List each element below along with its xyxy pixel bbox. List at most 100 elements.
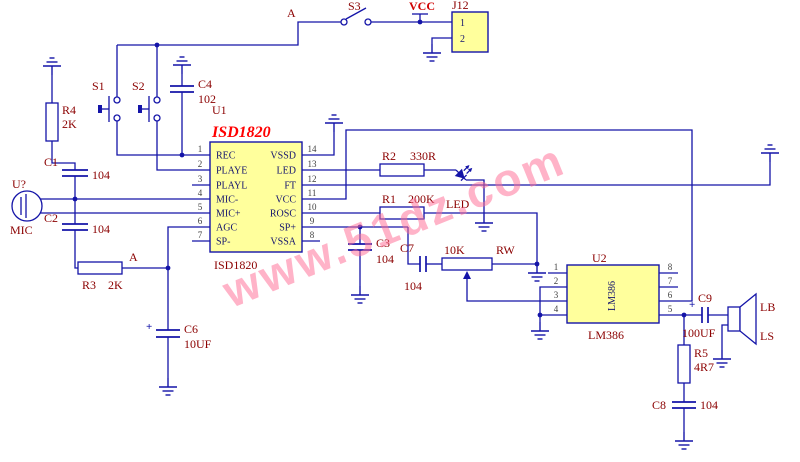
c9-value: 100UF <box>682 326 716 340</box>
ground-symbol <box>712 349 732 368</box>
r4-ref: R4 <box>62 103 76 117</box>
capacitor-c9: + C9 100UF <box>682 291 716 340</box>
u1-pin-name: ROSC <box>270 209 296 220</box>
pushbutton-s1: S1 <box>92 79 121 122</box>
u1-pin-number: 13 <box>308 159 318 169</box>
c8-ref: C8 <box>652 398 666 412</box>
r3-value: 2K <box>108 278 123 292</box>
c4-value: 102 <box>198 92 216 106</box>
u1-pin-name: SP+ <box>279 223 296 234</box>
c3-ref: C3 <box>376 236 390 250</box>
s2-ref: S2 <box>132 79 145 93</box>
u1-pin-number: 5 <box>198 202 203 212</box>
u1-title: ISD1820 <box>211 124 271 141</box>
u2-pin-number: 6 <box>668 290 673 300</box>
led-symbol: LED <box>446 165 473 211</box>
u2-ref: U2 <box>592 251 607 265</box>
connector-j12: J12 1 2 <box>451 0 489 53</box>
u1-pin-number: 2 <box>198 159 203 169</box>
j12-pin-2: 2 <box>460 34 465 45</box>
c6-ref: C6 <box>184 322 198 336</box>
c3-value: 104 <box>376 252 394 266</box>
s1-ref: S1 <box>92 79 105 93</box>
u2-pin-number: 8 <box>668 262 673 272</box>
ground-symbol <box>324 114 344 133</box>
capacitor-c4: C4 102 <box>170 77 216 106</box>
u2-pin-number: 7 <box>668 276 673 286</box>
r2-ref: R2 <box>382 149 396 163</box>
r2-value: 330R <box>410 149 436 163</box>
j12-pin-1: 1 <box>460 18 465 29</box>
speaker-label-lb: LB <box>760 300 775 314</box>
rw-value: 10K <box>444 243 465 257</box>
resistor-r2: R2 330R <box>379 149 436 177</box>
r5-ref: R5 <box>694 346 708 360</box>
ground-symbol <box>350 285 370 304</box>
u1-pin-name: FT <box>284 181 296 192</box>
capacitor-c8: C8 104 <box>652 398 718 412</box>
capacitor-c6: + C6 10UF <box>146 321 212 351</box>
c6-plus-sign: + <box>146 321 152 333</box>
u1-pin-number: 12 <box>308 174 317 184</box>
resistor-r1: R1 200K <box>379 192 435 220</box>
u1-pin-name: VSSA <box>270 237 296 248</box>
c8-value: 104 <box>700 398 718 412</box>
u1-pin-name: MIC- <box>216 195 238 206</box>
c7-ref: C7 <box>400 241 414 255</box>
r4-value: 2K <box>62 117 77 131</box>
net-label-a-mid: A <box>129 250 138 264</box>
resistor-r4: R4 2K <box>45 102 77 142</box>
u1-pin-name: VCC <box>275 195 296 206</box>
u1-ref: U1 <box>212 103 227 117</box>
led-label: LED <box>446 197 470 211</box>
mic-ref-label: U? <box>12 177 26 191</box>
u2-pin-number: 4 <box>554 304 559 314</box>
net-label-a-top: A <box>287 6 296 20</box>
rw-ref: RW <box>496 243 515 257</box>
c9-ref: C9 <box>698 291 712 305</box>
u1-pin-number: 11 <box>308 188 317 198</box>
potentiometer-rw: 10K RW <box>441 243 515 279</box>
u1-pin-name: MIC+ <box>216 209 241 220</box>
capacitor-c7: C7 104 <box>400 241 427 293</box>
c1-ref: C1 <box>44 155 58 169</box>
u1-pin-number: 14 <box>308 144 318 154</box>
resistor-r3: R3 2K <box>77 261 123 292</box>
u1-pin-number: 4 <box>198 188 203 198</box>
ground-symbol <box>158 377 178 396</box>
u1-pin-name: PLAYL <box>216 181 247 192</box>
junction-dots <box>72 19 687 318</box>
u2-footer: LM386 <box>588 328 624 342</box>
s3-ref: S3 <box>348 0 361 13</box>
u2-pin-number: 5 <box>668 304 673 314</box>
ic-u1-isd1820: U1 ISD1820 ISD1820 REC PLAYE PLAYL MIC- … <box>198 103 317 272</box>
capacitor-c3: C3 104 <box>348 236 394 266</box>
ground-symbol <box>172 56 192 75</box>
u1-pin-number: 8 <box>310 230 315 240</box>
u2-inner-label: LM386 <box>607 281 618 311</box>
u1-footer: ISD1820 <box>214 258 257 272</box>
ground-symbol <box>422 43 442 62</box>
pushbutton-s2: S2 <box>132 79 161 122</box>
u1-pin-number: 9 <box>310 216 315 226</box>
u1-pin-number: 1 <box>198 144 203 154</box>
ground-symbol <box>530 321 550 340</box>
capacitor-c2: C2 104 <box>44 211 110 236</box>
u1-pin-number: 7 <box>198 230 203 240</box>
speaker-symbol: LB LS <box>727 292 775 346</box>
c1-value: 104 <box>92 168 110 182</box>
r3-ref: R3 <box>82 278 96 292</box>
c4-ref: C4 <box>198 77 212 91</box>
switch-s3: S3 <box>340 0 372 26</box>
ic-u2-lm386: U2 LM386 LM386 1 2 3 4 8 7 6 5 <box>554 251 673 342</box>
speaker-label-ls: LS <box>760 329 774 343</box>
u1-pin-number: 3 <box>198 174 203 184</box>
r1-value: 200K <box>408 192 435 206</box>
u1-pin-name: VSSD <box>270 151 296 162</box>
r5-value: 4R7 <box>694 360 714 374</box>
u1-pin-number: 6 <box>198 216 203 226</box>
u1-pin-name: REC <box>216 151 236 162</box>
u2-pin-number: 3 <box>554 290 559 300</box>
